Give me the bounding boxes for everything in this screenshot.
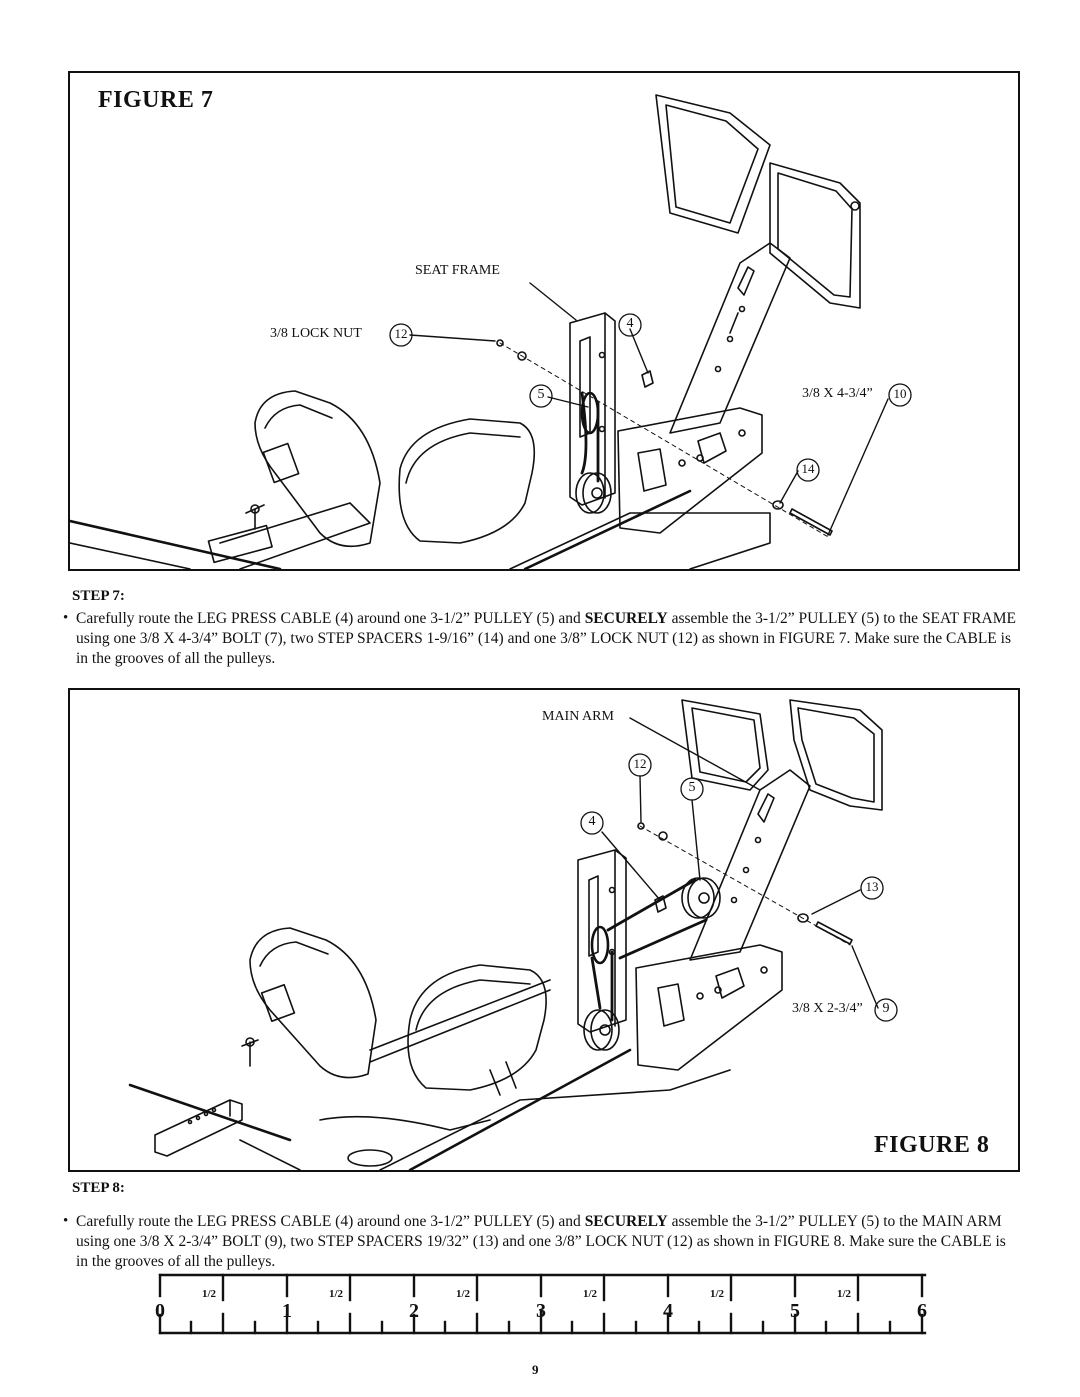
main-arm xyxy=(689,769,811,961)
callout-12: 12 xyxy=(394,326,408,341)
label-seat-frame: SEAT FRAME xyxy=(415,263,500,278)
step-7-heading: STEP 7: xyxy=(72,588,125,604)
adjust-pin xyxy=(241,1037,259,1067)
ruler-half-label: 1/2 xyxy=(709,1288,725,1300)
ruler-number: 2 xyxy=(409,1300,419,1322)
ruler-number: 5 xyxy=(790,1300,800,1322)
ruler-half-label: 1/2 xyxy=(201,1288,217,1300)
ruler-half-label: 1/2 xyxy=(455,1288,471,1300)
seat-cushion xyxy=(369,964,551,1096)
ruler-half-label: 1/2 xyxy=(836,1288,852,1300)
base-frame xyxy=(70,489,771,569)
bolt-assembly xyxy=(637,822,853,946)
callout-9: 9 xyxy=(882,1001,890,1016)
ruler-number: 0 xyxy=(155,1300,165,1322)
step-7-text: Carefully route the LEG PRESS CABLE (4) … xyxy=(76,609,1020,669)
backrest xyxy=(254,390,381,548)
bolt-assembly xyxy=(496,339,833,539)
cable xyxy=(580,391,600,483)
callout-13: 13 xyxy=(865,879,879,894)
seat-frame-upright xyxy=(569,312,616,506)
foot-plate xyxy=(655,94,861,309)
foot-plate xyxy=(681,699,883,811)
leader-lines xyxy=(601,717,879,1009)
callout-circles xyxy=(389,313,912,482)
step-8-text-a: Carefully route the LEG PRESS CABLE (4) … xyxy=(76,1213,585,1230)
side-plate xyxy=(635,944,783,1071)
callout-4: 4 xyxy=(626,316,634,331)
figure-8-title: FIGURE 8 xyxy=(874,1132,990,1158)
seat-cushion xyxy=(398,418,536,544)
callout-circles xyxy=(580,753,898,1022)
ruler-ticks xyxy=(158,1273,927,1335)
label-lock-nut: 3/8 LOCK NUT xyxy=(270,326,362,341)
callout-5: 5 xyxy=(688,780,696,795)
adjust-pin xyxy=(207,504,273,564)
step-8-heading: STEP 8: xyxy=(72,1180,125,1196)
main-arm xyxy=(669,242,791,434)
ruler-number: 4 xyxy=(663,1300,673,1322)
step-8-text-bold: SECURELY xyxy=(584,1213,668,1230)
callout-14: 14 xyxy=(801,461,815,476)
label-main-arm: MAIN ARM xyxy=(542,709,614,724)
step-7-text-b: assemble the 3-1/2” PULLEY (5) to the SE… xyxy=(76,610,1016,667)
step-8-text-b: assemble the 3-1/2” PULLEY (5) to the MA… xyxy=(76,1213,1006,1270)
leader-lines xyxy=(409,282,889,536)
step-7-text-a: Carefully route the LEG PRESS CABLE (4) … xyxy=(76,610,585,627)
label-bolt: 3/8 X 2-3/4” xyxy=(792,1001,863,1016)
seat-frame-upright xyxy=(577,849,627,1033)
figure-7-box: FIGURE 7 xyxy=(68,71,1020,571)
figure-8-box: MAIN ARM 12 5 4 13 3/8 X 2-3/4” 9 FIGURE… xyxy=(68,688,1020,1172)
base-frame xyxy=(128,1048,731,1170)
ruler-half-label: 1/2 xyxy=(582,1288,598,1300)
ruler-number: 1 xyxy=(282,1300,292,1322)
ruler-half-label: 1/2 xyxy=(328,1288,344,1300)
figure-8-illustration xyxy=(128,699,898,1170)
label-bolt: 3/8 X 4-3/4” xyxy=(802,386,873,401)
step-7-text-bold: SECURELY xyxy=(584,610,668,627)
pulleys xyxy=(583,877,721,1051)
figure-7-illustration xyxy=(70,94,912,569)
page-number: 9 xyxy=(532,1362,539,1377)
cable xyxy=(590,878,708,1022)
figure-7-title: FIGURE 7 xyxy=(98,87,214,113)
callout-12: 12 xyxy=(633,756,647,771)
side-plate xyxy=(617,407,763,534)
backrest xyxy=(249,927,377,1079)
callout-5: 5 xyxy=(537,387,545,402)
callout-4: 4 xyxy=(588,814,596,829)
ruler-number: 3 xyxy=(536,1300,546,1322)
adjust-tube xyxy=(154,1099,243,1157)
ruler-number: 6 xyxy=(917,1300,927,1322)
ruler: 0 1 2 3 4 5 6 1/2 1/2 1/2 1/2 1/2 1/2 xyxy=(150,1270,940,1370)
step-7-bullet: • xyxy=(63,610,69,626)
step-8-text: Carefully route the LEG PRESS CABLE (4) … xyxy=(76,1212,1020,1272)
callout-10: 10 xyxy=(893,386,907,401)
step-8-bullet: • xyxy=(63,1213,69,1229)
